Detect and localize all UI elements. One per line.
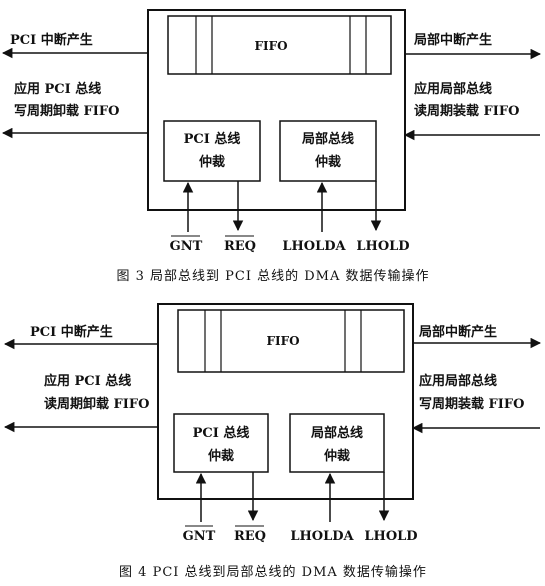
right-desc-line-1: 应用局部总线 (414, 81, 492, 97)
req-signal: REQ (234, 529, 266, 544)
local-bus-arbiter: 局部总线 仲裁 (279, 120, 377, 182)
fifo-label: FIFO (254, 39, 287, 53)
controller-box (147, 9, 406, 211)
figure-4-caption: 图 4 PCI 总线到局部总线的 DMA 数据传输操作 (119, 564, 427, 580)
fifo-label: FIFO (266, 334, 299, 348)
local-arbiter-label-2: 仲裁 (315, 154, 341, 170)
gnt-signal: GNT (170, 239, 203, 254)
right-desc-line-1: 应用局部总线 (419, 373, 497, 389)
pci-arbiter-label-1: PCI 总线 (184, 131, 241, 147)
pci-interrupt-label: PCI 中断产生 (30, 324, 113, 340)
fifo-block: FIFO (177, 309, 405, 373)
local-arbiter-label-1: 局部总线 (311, 425, 363, 441)
local-interrupt-label: 局部中断产生 (419, 324, 497, 340)
figure-3: FIFO PCI 总线 仲裁 局部总线 仲裁 PCI 中断产生 应用 PCI 总… (1, 9, 542, 284)
controller-box (157, 303, 414, 500)
gnt-signal: GNT (183, 529, 216, 544)
right-desc-line-2: 读周期装载 FIFO (414, 103, 519, 119)
right-desc-line-2: 写周期装载 FIFO (419, 396, 524, 412)
pci-arbiter-label-2: 仲裁 (208, 448, 234, 464)
left-desc-line-1: 应用 PCI 总线 (14, 81, 101, 97)
left-desc-line-2: 读周期卸载 FIFO (44, 396, 149, 412)
pci-interrupt-label: PCI 中断产生 (10, 32, 93, 48)
pci-arbiter-label-2: 仲裁 (199, 154, 225, 170)
local-interrupt-label: 局部中断产生 (414, 32, 492, 48)
lhold-signal: LHOLD (356, 239, 409, 254)
local-arbiter-label-2: 仲裁 (324, 448, 350, 464)
req-signal: REQ (224, 239, 256, 254)
figure-4: FIFO PCI 总线 仲裁 局部总线 仲裁 PCI 中断产生 应用 PCI 总… (3, 303, 542, 580)
lholda-signal: LHOLDA (282, 239, 346, 254)
lhold-signal: LHOLD (364, 529, 417, 544)
pci-arbiter-label-1: PCI 总线 (193, 425, 250, 441)
pci-bus-arbiter: PCI 总线 仲裁 (163, 120, 261, 182)
fifo-block: FIFO (167, 15, 392, 75)
local-bus-arbiter: 局部总线 仲裁 (289, 413, 385, 473)
left-desc-line-1: 应用 PCI 总线 (44, 373, 131, 389)
pci-bus-arbiter: PCI 总线 仲裁 (173, 413, 269, 473)
figure-3-caption: 图 3 局部总线到 PCI 总线的 DMA 数据传输操作 (116, 268, 429, 284)
local-arbiter-label-1: 局部总线 (302, 131, 354, 147)
lholda-signal: LHOLDA (290, 529, 354, 544)
left-desc-line-2: 写周期卸载 FIFO (14, 103, 119, 119)
